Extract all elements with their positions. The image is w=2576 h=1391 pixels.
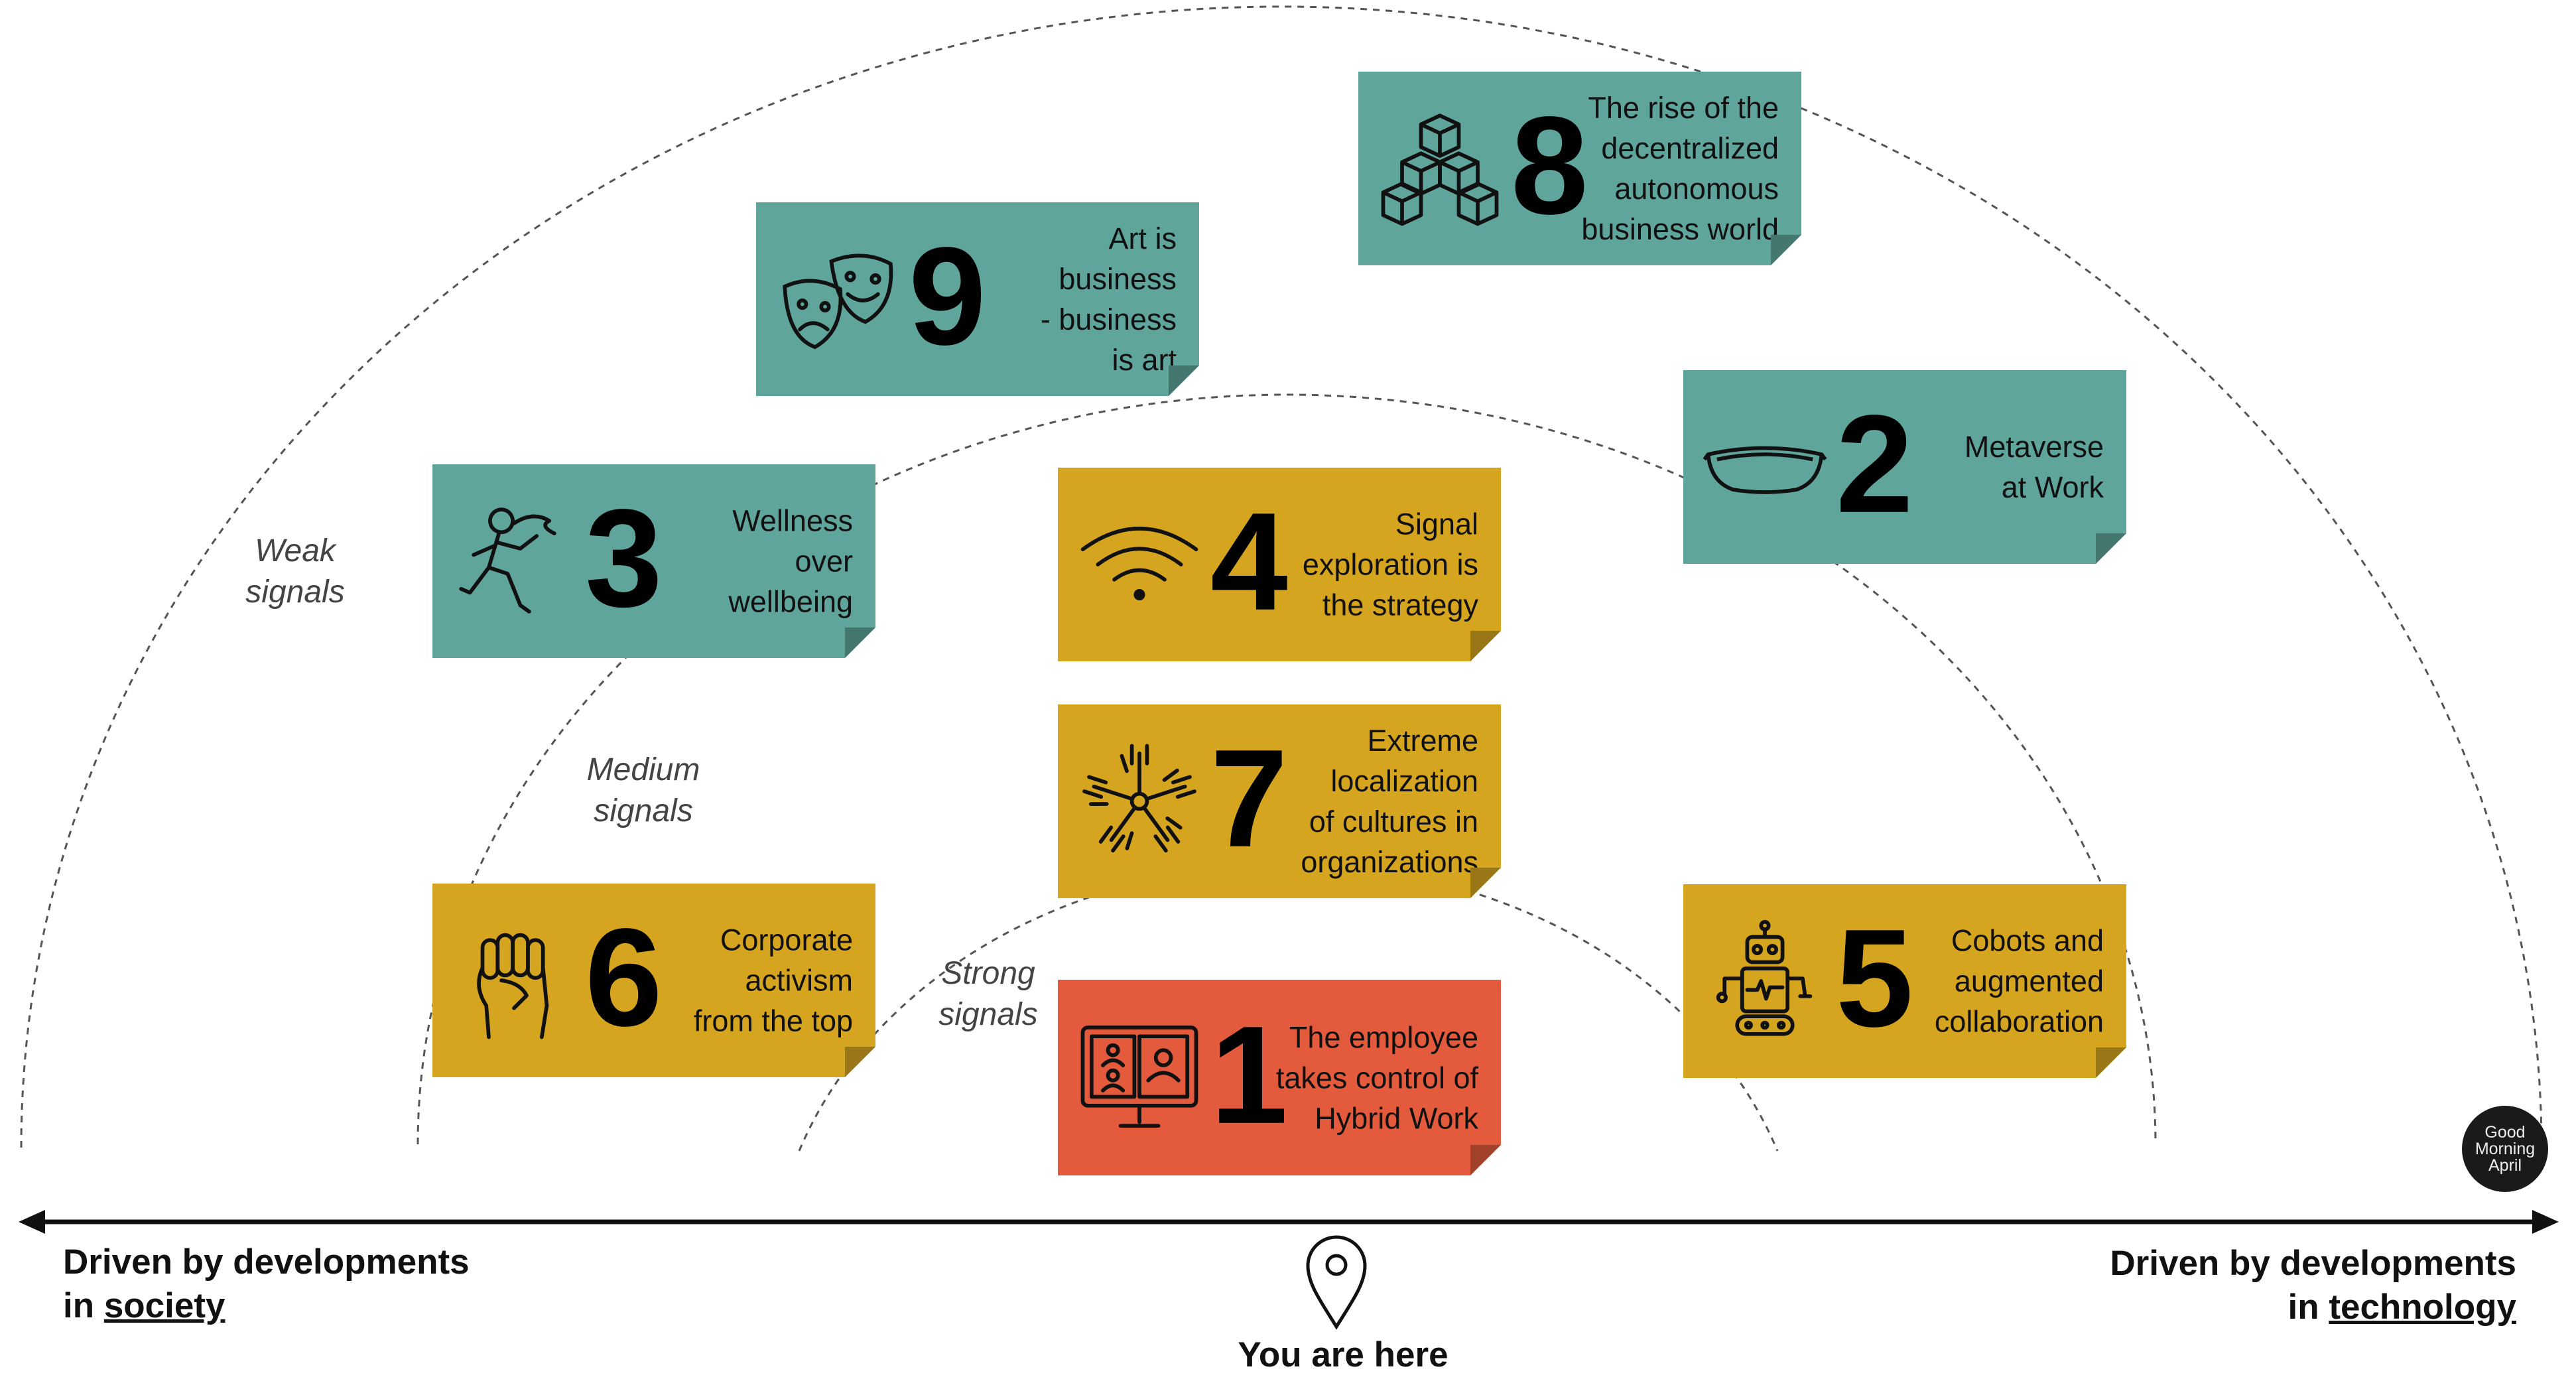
trend-card-7[interactable]: 7 Extreme localization of cultures in or… <box>1058 704 1501 898</box>
robot-icon <box>1702 918 1828 1044</box>
good-morning-april-logo: Good Morning April <box>2462 1106 2548 1192</box>
left-arrowhead <box>19 1210 45 1234</box>
trend-number: 5 <box>1836 899 1913 1056</box>
trend-number: 6 <box>585 899 663 1055</box>
trend-card-6[interactable]: 6 Corporate activism from the top <box>432 884 875 1077</box>
location-pin-icon <box>1306 1235 1367 1330</box>
technology-link: technology <box>2329 1288 2516 1327</box>
cubes-icon <box>1377 105 1503 232</box>
society-link: society <box>103 1286 225 1325</box>
right-arrowhead <box>2532 1210 2559 1234</box>
trend-title: Corporate activism from the top <box>693 923 853 1038</box>
trend-title: Cobots and augmented collaboration <box>1934 923 2104 1039</box>
axis-label-technology: Driven by developments in technology <box>2110 1244 2516 1327</box>
trend-title: Signal exploration is the strategy <box>1302 507 1478 622</box>
trend-title: Art is business - business is art <box>1040 222 1177 377</box>
trend-card-4[interactable]: 4 Signal exploration is the strategy <box>1058 468 1501 661</box>
trend-number: 4 <box>1210 483 1288 639</box>
trend-card-8[interactable]: 8 The rise of the decentralized autonomo… <box>1358 72 1801 265</box>
medium-signals-arc <box>417 393 2157 1145</box>
video-call-icon <box>1076 1015 1202 1141</box>
trend-title: Wellness over wellbeing <box>728 503 853 619</box>
theater-masks-icon <box>775 236 901 362</box>
weak-signals-label: Weak signals <box>245 533 345 610</box>
trend-card-9[interactable]: 9 Art is business - business is art <box>756 202 1199 396</box>
trend-number: 3 <box>585 480 663 636</box>
trend-card-3[interactable]: 3 Wellness over wellbeing <box>432 464 875 658</box>
wifi-signal-icon <box>1076 501 1202 628</box>
trend-title: Extreme localization of cultures in orga… <box>1301 724 1478 879</box>
strong-signals-arc <box>798 863 1779 1152</box>
horizontal-axis <box>19 1210 2559 1234</box>
trend-number: 9 <box>909 218 986 374</box>
medium-signals-label: Medium signals <box>586 752 700 828</box>
axis-label-society: Driven by developments in society <box>63 1242 470 1325</box>
raised-fist-icon <box>451 917 577 1043</box>
trend-number: 7 <box>1210 720 1288 876</box>
trend-title: The employee takes control of Hybrid Wor… <box>1275 1020 1478 1135</box>
trend-number: 8 <box>1511 87 1588 243</box>
trend-card-2[interactable]: 2 Metaverse at Work <box>1683 370 2126 564</box>
runner-icon <box>451 498 577 624</box>
trend-number: 1 <box>1210 996 1288 1153</box>
trend-card-1[interactable]: 1 The employee takes control of Hybrid W… <box>1058 980 1501 1175</box>
you-are-here-label: You are here <box>1238 1335 1449 1374</box>
strong-signals-label: Strong signals <box>938 956 1038 1032</box>
trend-number: 2 <box>1836 385 1913 542</box>
trend-title: The rise of the decentralized autonomous… <box>1581 91 1779 246</box>
hands-circle-icon <box>1076 738 1202 864</box>
vr-headset-icon <box>1702 404 1828 530</box>
trend-title: Metaverse at Work <box>1964 430 2104 504</box>
trend-card-5[interactable]: 5 Cobots and augmented collaboration <box>1683 884 2126 1078</box>
